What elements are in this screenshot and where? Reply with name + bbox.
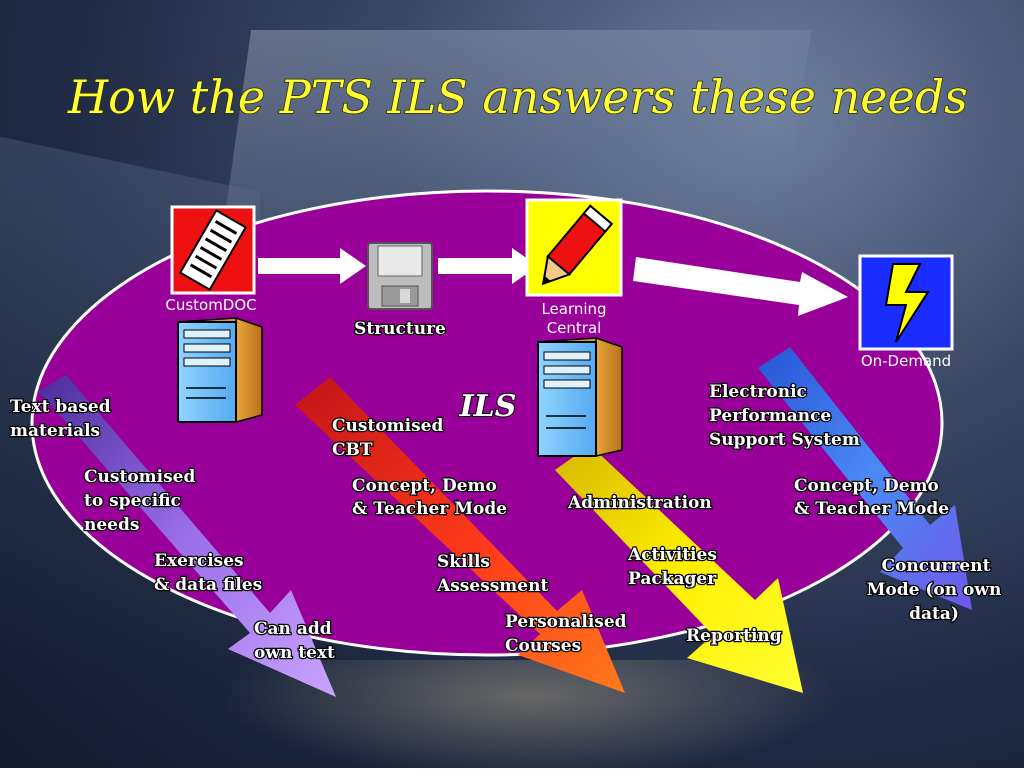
epss-line-1: Electronic — [709, 382, 807, 402]
activities-line-2: Packager — [628, 569, 717, 589]
personalised-line-1: Personalised — [505, 612, 627, 632]
learning-central-label-1: Learning — [541, 300, 606, 318]
document-icon — [170, 205, 256, 295]
text-based-line-1: Text based — [10, 397, 111, 417]
administration-label: Administration — [567, 493, 712, 513]
customised-needs-line-3: needs — [84, 515, 139, 535]
activities-line-1: Activities — [627, 545, 717, 565]
arrow-structure-to-learning — [438, 248, 538, 284]
reporting-label: Reporting — [686, 626, 782, 646]
customised-needs-line-2: to specific — [84, 491, 181, 511]
skills-line-1: Skills — [437, 552, 490, 572]
can-add-line-2: own text — [254, 643, 335, 663]
epss-line-3: Support System — [709, 430, 860, 450]
arrow-blue — [758, 347, 972, 610]
ils-ellipse — [30, 189, 944, 657]
personalised-line-2: Courses — [505, 636, 581, 656]
arrow-yellow — [555, 445, 803, 693]
pencil-icon — [525, 198, 623, 297]
customised-needs-line-1: Customised — [84, 467, 195, 487]
lightning-bolt-icon — [858, 254, 954, 351]
epss-line-2: Performance — [709, 406, 831, 426]
concept-demo-1-line-2: & Teacher Mode — [352, 499, 507, 519]
concept-demo-1-line-1: Concept, Demo — [352, 476, 497, 496]
customised-cbt-line-1: Customised — [332, 416, 443, 436]
floppy-disk-icon — [367, 242, 433, 310]
concurrent-line-2: Mode (on own — [867, 580, 1002, 600]
can-add-line-1: Can add — [254, 619, 332, 639]
concept-demo-2-line-2: & Teacher Mode — [794, 499, 949, 519]
customised-cbt-line-2: CBT — [332, 440, 373, 460]
text-based-line-2: materials — [10, 421, 100, 441]
computer-tower-icon — [177, 316, 263, 423]
ils-label: ILS — [459, 389, 517, 424]
concurrent-line-1: Concurrent — [882, 556, 991, 576]
slide-title: How the PTS ILS answers these needs — [67, 70, 968, 124]
arrow-lavender — [37, 375, 336, 697]
learning-central-label-2: Central — [547, 319, 602, 337]
on-demand-label: On-Demand — [861, 352, 951, 370]
arrow-learning-to-ondemand — [633, 257, 848, 316]
arrow-customdoc-to-structure — [258, 248, 366, 284]
structure-label: Structure — [354, 319, 446, 339]
customdoc-label: CustomDOC — [165, 296, 256, 314]
exercises-line-2: & data files — [154, 575, 262, 595]
arrow-red — [295, 377, 625, 693]
exercises-line-1: Exercises — [154, 551, 244, 571]
concept-demo-2-line-1: Concept, Demo — [794, 476, 939, 496]
skills-line-2: Assessment — [436, 576, 548, 596]
concurrent-line-3: data) — [909, 604, 959, 624]
computer-tower-icon-2 — [537, 336, 623, 457]
